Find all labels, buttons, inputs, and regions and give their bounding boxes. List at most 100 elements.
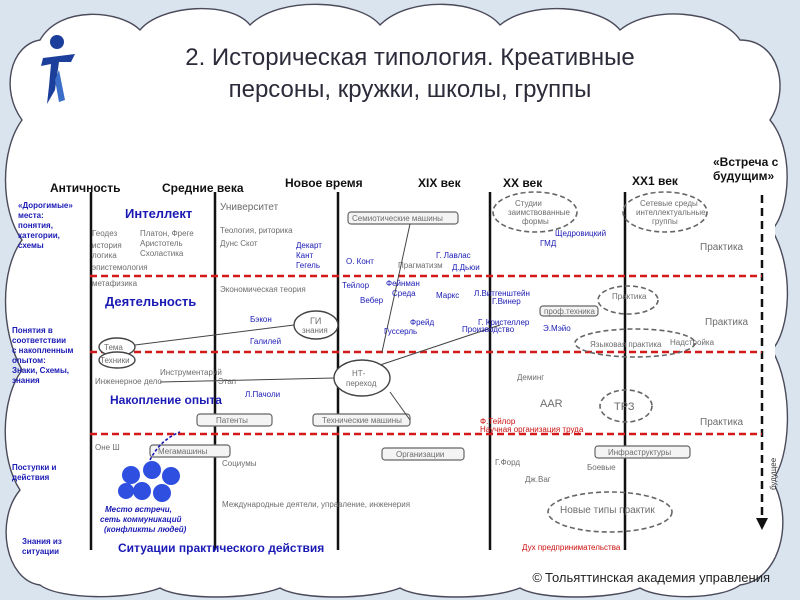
label-scholastic: Схоластика (140, 249, 184, 258)
label-metafiz: метафизика (92, 279, 138, 288)
label-g-ford: Г.Форд (495, 458, 520, 467)
label-mesto3: (конфликты людей) (104, 525, 187, 534)
label-duns: Дунс Скот (220, 239, 258, 248)
ellipse-studios (492, 191, 578, 233)
label-d-dyui: Д.Дьюи (452, 263, 480, 272)
left-l4a: Знания из (22, 537, 62, 546)
ellipse-trz (599, 389, 653, 423)
label-ekon-teoria: Экономическая теория (220, 285, 306, 294)
label-mezhd: Международные деятели, управление, инжен… (222, 500, 410, 509)
label-sharp2: интеллектуальные (636, 208, 706, 217)
label-instrum: Инструментарий (160, 368, 222, 377)
circle-techniki (98, 351, 136, 369)
label-nt: НТ- (352, 369, 366, 378)
label-pragm: Прагматизм (398, 261, 443, 270)
box-prof-tech (539, 305, 599, 317)
label-g-vinnt: Г.Винер (492, 297, 521, 306)
left-l1c: понятия, (18, 221, 53, 230)
label-gmi: ГМД (540, 239, 557, 248)
box-megamachines (149, 444, 231, 458)
label-theology: Теология, риторика (220, 226, 293, 235)
label-proizv: Производство (462, 325, 515, 334)
left-l2b: соответствии (12, 336, 66, 345)
label-gaspar: Фейнман (386, 279, 420, 288)
copyright-symbol: © (532, 570, 543, 585)
label-sopt: Боевые (587, 463, 616, 472)
band-experience: Накопление опыта (110, 393, 222, 407)
label-znaniya: знания (302, 326, 328, 335)
era-middle-ages: Средние века (162, 181, 244, 195)
era-20c: XX век (503, 176, 543, 190)
title-line-2: персоны, кружки, школы, группы (228, 76, 592, 103)
band-activity: Деятельность (105, 294, 196, 309)
label-f-teylor: Ф.Тейлор (480, 417, 516, 426)
left-l2c: с накопленным (12, 346, 73, 355)
label-veber: Вебер (360, 296, 384, 305)
label-practice-c: Практика (700, 417, 744, 428)
label-stud1: Студии (515, 199, 542, 208)
label-gegel: Гегель (296, 261, 320, 270)
left-l1d: категории, (18, 231, 60, 240)
label-practice-b: Практика (705, 317, 749, 328)
band-intellect: Интеллект (125, 206, 192, 221)
era-future-line2: будущим» (713, 169, 774, 183)
label-socium: Социумы (222, 459, 257, 468)
ellipse-practice-1 (597, 285, 659, 315)
label-proftech: проф.техника (544, 307, 595, 316)
label-patenty: Патенты (216, 416, 248, 425)
arrow-inj-nt (159, 377, 335, 383)
label-gi: ГИ (310, 316, 321, 326)
label-epist: эпистемология (92, 263, 148, 272)
label-l-vitgen: Л.Витгенштейн (474, 289, 530, 298)
label-tema: Тема (104, 343, 123, 352)
label-tech-mash: Технические машины (322, 416, 402, 425)
label-gusserl: Гуссерль (384, 327, 417, 336)
label-mesto1: Место встречи, (105, 505, 172, 514)
label-mesto2: сеть коммуникаций (100, 515, 182, 524)
slide-title: 2. Историческая типология. Креативные пе… (110, 42, 710, 106)
label-nauchorg: Научная организация труда (480, 425, 584, 434)
label-semlab: Семиотические машины (352, 214, 443, 223)
label-geodez: Геодез (92, 229, 117, 238)
label-sharp1: Сетевые среды (640, 199, 698, 208)
label-kant: Кант (296, 251, 314, 260)
era-19c: XIX век (418, 176, 462, 190)
label-aristotle: Аристотель (140, 239, 183, 248)
label-shtaudinger: Щедровицкий (555, 229, 606, 238)
label-yazyk: Языковая практика (590, 340, 662, 349)
left-l2a: Понятия в (12, 326, 53, 335)
box-patents (196, 413, 273, 427)
academy-logo (41, 35, 75, 104)
label-eta: Этап (218, 377, 236, 386)
label-tv-ss: Тейлор (342, 281, 370, 290)
label-bekon: Бэкон (250, 315, 272, 324)
ellipse-practice-2 (574, 328, 696, 358)
label-megamash: Мегамашины (158, 447, 208, 456)
ellipse-new-practices (547, 491, 673, 533)
label-organizations: Организации (396, 450, 444, 459)
label-techniki: Техники (100, 356, 130, 365)
label-g-lavla: Г. Лавлас (436, 251, 471, 260)
box-infrastructures (594, 445, 691, 459)
footer-text: Тольяттинская академия управления (545, 570, 770, 585)
ellipse-network-groups (622, 191, 708, 233)
left-l1a: «Дорогимые» (18, 201, 73, 210)
left-l1e: схемы (18, 241, 44, 250)
left-l1b: места: (18, 211, 44, 220)
label-dzh-vag: Дж.Ваг (525, 475, 551, 484)
arrow-tema-gi (134, 324, 295, 346)
label-perehod: переход (346, 379, 377, 388)
label-duh: Дух предпринимательства (522, 543, 621, 552)
future-arrow-head (756, 518, 768, 530)
label-marks: Маркс (436, 291, 459, 300)
label-trig: Практика (612, 292, 647, 301)
label-stud3: формы (522, 217, 549, 226)
label-practice-a: Практика (700, 242, 744, 253)
left-l2d: опытом: (12, 356, 46, 365)
arrow-semiotic-down (381, 223, 411, 353)
left-l3a: Поступки и (12, 463, 57, 472)
future-vertical-label: будущее (769, 457, 778, 490)
label-platon: Платон, Фреге (140, 229, 194, 238)
meeting-cluster (118, 461, 180, 502)
